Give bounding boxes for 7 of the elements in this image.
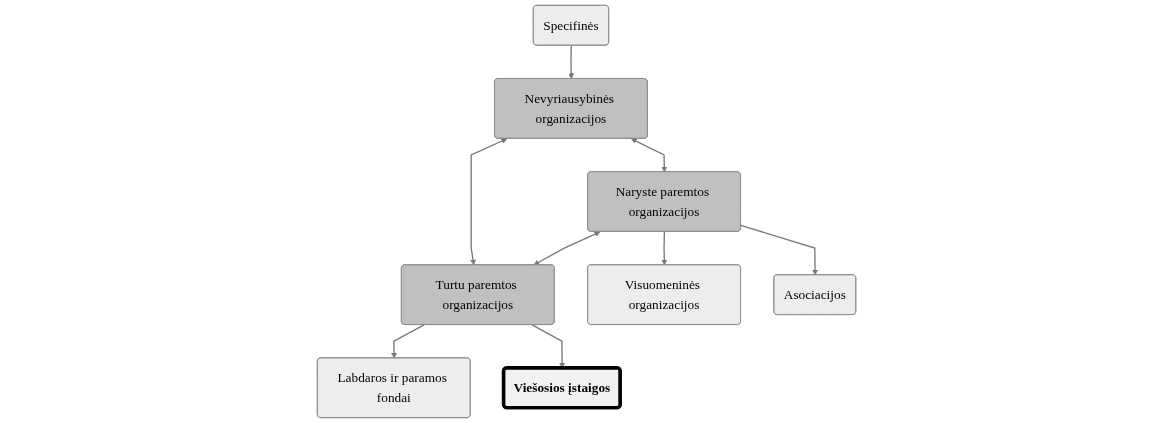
arrow [391,324,426,359]
arrow [470,138,508,266]
arrow [568,44,575,80]
arrow [740,224,819,276]
arrow [533,231,601,266]
arrow [661,231,668,266]
arrow [631,138,668,173]
